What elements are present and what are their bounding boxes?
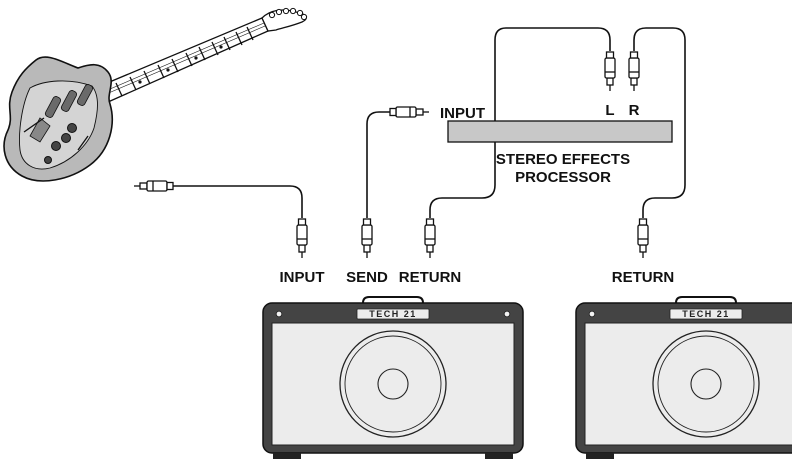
amp-input-plug	[296, 218, 308, 259]
processor-title-line2: PROCESSOR	[515, 169, 611, 186]
right-amp-brand: TECH 21	[682, 309, 730, 319]
return-left-cable	[429, 27, 611, 218]
guitar-cable	[173, 185, 303, 218]
guitar-cable-plug	[133, 180, 174, 192]
amp-right-return-label: RETURN	[612, 269, 675, 286]
left-amplifier: TECH 21	[262, 296, 524, 460]
amp-left-return-label: RETURN	[399, 269, 462, 286]
electric-guitar-icon	[3, 7, 308, 182]
processor-input-label: INPUT	[440, 105, 485, 122]
send-plug	[361, 218, 373, 259]
amp-right-return-plug	[637, 218, 649, 259]
guitar-headstock	[261, 7, 308, 32]
processor-right-plug	[628, 51, 640, 92]
return-right-cable	[633, 27, 686, 218]
right-amplifier: TECH 21	[575, 296, 792, 460]
processor-title-line1: STEREO EFFECTS	[496, 151, 630, 168]
processor-right-label: R	[629, 102, 640, 119]
left-amp-brand: TECH 21	[369, 309, 417, 319]
amp-left-return-plug	[424, 218, 436, 259]
amp-input-label: INPUT	[280, 269, 325, 286]
guitar-body	[3, 56, 113, 182]
processor-input-plug	[389, 106, 430, 118]
stereo-effects-processor	[447, 120, 673, 143]
send-cable	[366, 111, 390, 218]
guitar-neck	[99, 17, 269, 103]
processor-left-plug	[604, 51, 616, 92]
amp-send-label: SEND	[346, 269, 388, 286]
processor-left-label: L	[605, 102, 614, 119]
